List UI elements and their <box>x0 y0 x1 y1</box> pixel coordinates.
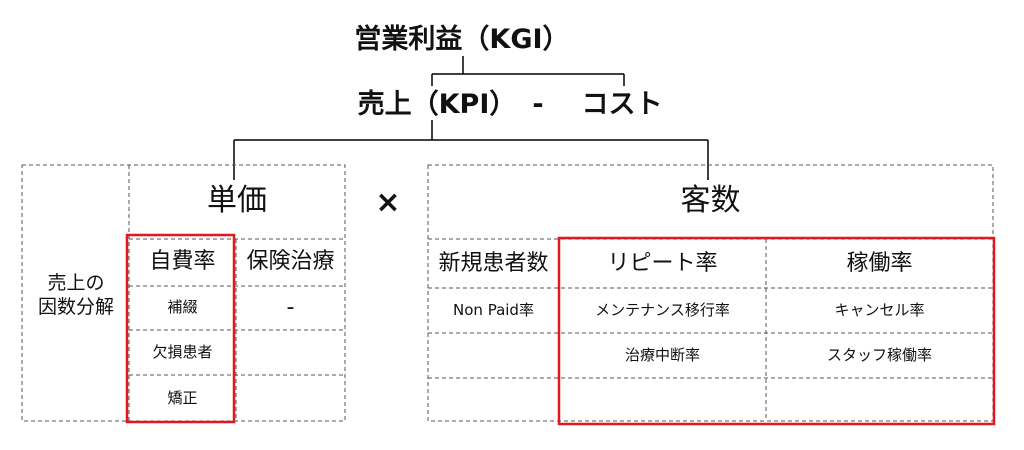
factor-label-line1: 売上の <box>47 272 105 294</box>
unit-price-header: 単価 <box>207 183 267 218</box>
sales-kpi-label: 売上（KPI） <box>357 89 517 120</box>
customer-count-header: 客数 <box>680 183 741 218</box>
left-table-grid <box>21 164 346 422</box>
root-kgi-label: 営業利益（KGI） <box>354 24 570 55</box>
repeat-item: メンテナンス移行率 <box>595 301 730 319</box>
tree-connectors <box>233 56 709 180</box>
minus-operator: - <box>532 89 544 120</box>
utilization-rate-header: 稼働率 <box>846 251 913 276</box>
self-pay-item: 矯正 <box>167 389 198 407</box>
self-pay-rate-header: 自費率 <box>149 249 216 274</box>
utilization-item: スタッフ稼働率 <box>826 346 932 364</box>
new-patients-header: 新規患者数 <box>438 251 549 276</box>
multiply-operator: × <box>375 185 401 220</box>
factor-label-line2: 因数分解 <box>37 295 114 318</box>
self-pay-item: 欠損患者 <box>152 343 213 361</box>
self-pay-item: 補綴 <box>167 298 198 316</box>
cost-label: コスト <box>581 89 663 120</box>
repeat-rate-header: リピート率 <box>607 251 718 276</box>
insurance-item: - <box>286 295 295 320</box>
utilization-item: キャンセル率 <box>834 301 925 319</box>
new-patient-item: Non Paid率 <box>453 301 534 319</box>
repeat-utilization-highlight <box>557 236 996 426</box>
insurance-treatment-header: 保険治療 <box>246 249 335 274</box>
repeat-item: 治療中断率 <box>624 346 700 364</box>
factor-label: 売上の 因数分解 <box>26 272 126 320</box>
self-pay-highlight <box>125 233 236 424</box>
